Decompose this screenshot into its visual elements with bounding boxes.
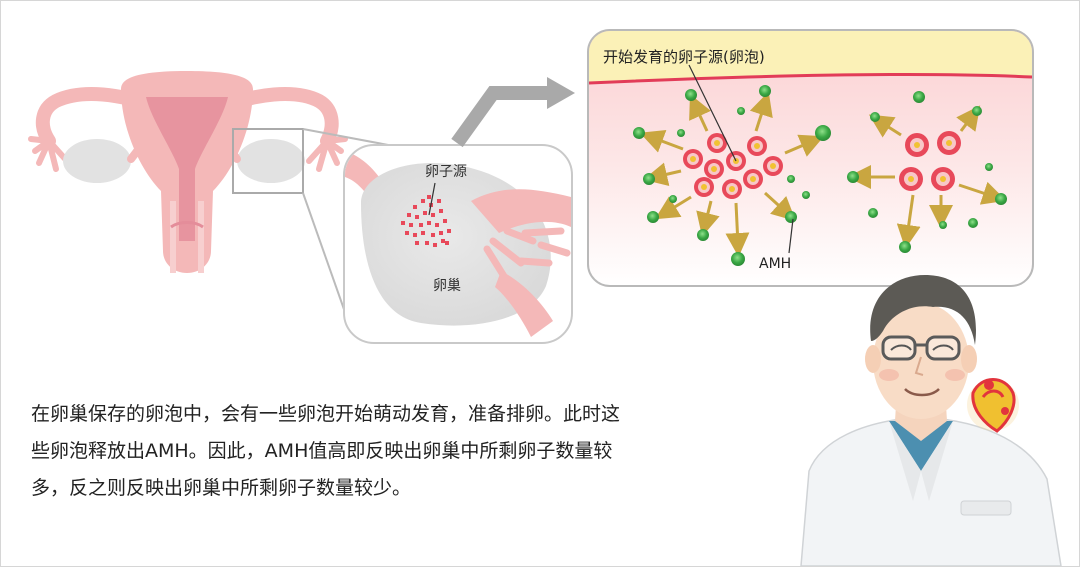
- amh-label: AMH: [759, 256, 792, 272]
- follicle-cluster-right: [847, 91, 1007, 253]
- amh-pointer: [788, 218, 794, 254]
- uterus-illustration: [28, 71, 348, 273]
- zoom-selection-box: [232, 128, 304, 194]
- explanation-caption: 在卵巢保存的卵泡中，会有一些卵泡开始萌动发育，准备排卵。此时这 些卵泡释放出AM…: [31, 396, 801, 507]
- doctor-illustration: [800, 275, 1062, 566]
- follicle-cluster-left: [633, 85, 831, 266]
- uterus-badge: [967, 378, 1019, 433]
- ovary-closeup-panel: [343, 144, 573, 344]
- caption-line-2: 些卵泡释放出AMH。因此，AMH值高即反映出卵巢中所剩卵子数量较: [31, 440, 613, 462]
- zoom-arrow: [451, 86, 549, 148]
- follicle-panel: [587, 29, 1034, 287]
- follicle-label: 开始发育的卵子源(卵泡): [603, 48, 765, 66]
- egg-source-label: 卵子源: [425, 164, 467, 180]
- ovary-label: 卵巢: [433, 278, 461, 294]
- caption-line-3: 多，反之则反映出卵巢中所剩卵子数量较少。: [31, 477, 412, 499]
- follicle-pointer: [688, 64, 737, 162]
- caption-line-1: 在卵巢保存的卵泡中，会有一些卵泡开始萌动发育，准备排卵。此时这: [31, 403, 621, 425]
